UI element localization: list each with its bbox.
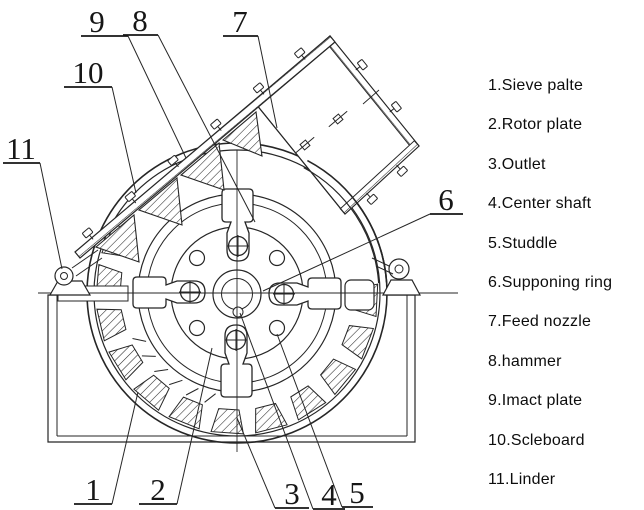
leader-line-11 — [39, 162, 63, 270]
hammer-left — [132, 276, 206, 309]
callout-label-10: 10 — [73, 55, 104, 90]
legend-item-1: 1.Sieve palte — [488, 77, 584, 94]
leader-line-5 — [276, 333, 343, 508]
leader-line-2 — [176, 347, 213, 505]
stud-hole — [268, 319, 286, 337]
parts-legend: 1.Sieve palte 2.Rotor plate 3.Outlet 4.C… — [488, 66, 638, 499]
legend-item-2: 2.Rotor plate — [488, 116, 583, 134]
stud-hole — [188, 319, 206, 337]
shaft-key — [232, 306, 244, 318]
stud-hole — [268, 249, 286, 267]
wall-tick — [362, 89, 380, 105]
impact-block — [221, 110, 263, 157]
leader-line-10 — [111, 86, 137, 194]
leader-line-3 — [236, 417, 276, 509]
legend-item-10: 10.Scleboard — [488, 431, 585, 449]
supporting-ring-bracket — [344, 279, 375, 311]
legend-item-6: 6.Supponing ring — [488, 274, 613, 292]
chute-inner-bolt — [328, 110, 348, 128]
bolt-icon — [396, 164, 408, 177]
plate-bolts — [82, 47, 306, 240]
leader-line-9 — [127, 35, 187, 159]
bolt-icon — [389, 101, 402, 113]
callout-label-8: 8 — [132, 3, 148, 38]
stud-hole — [188, 249, 206, 267]
impact-block — [137, 176, 183, 226]
bolt-icon — [124, 191, 137, 204]
feed-nozzle — [255, 35, 420, 215]
callout-label-1: 1 — [85, 472, 101, 507]
crusher-diagram: 1 2 3 4 5 6 7 8 9 10 11 — [3, 3, 463, 510]
callout-label-5: 5 — [349, 475, 365, 510]
legend-item-7: 7.Feed nozzle — [488, 313, 592, 331]
callouts: 1 2 3 4 5 6 7 8 9 10 11 — [3, 3, 463, 510]
sieve-plate-slots — [132, 338, 216, 403]
callout-label-2: 2 — [150, 472, 166, 507]
leader-line-4 — [239, 312, 314, 510]
scleboard-strip — [74, 35, 336, 259]
callout-label-11: 11 — [6, 131, 36, 166]
liner-scleboard — [95, 222, 379, 435]
legend-item-3: 3.Outlet — [488, 155, 546, 173]
callout-label-6: 6 — [438, 182, 454, 217]
callout-label-9: 9 — [89, 4, 105, 39]
bolt-icon — [294, 47, 306, 60]
bolt-icon — [210, 118, 222, 131]
legend-item-8: 8.hammer — [488, 352, 562, 370]
impact-plate-assembly — [74, 35, 336, 263]
leader-line-6 — [262, 213, 431, 292]
bolt-icon — [355, 59, 368, 71]
bolt-icon — [366, 192, 378, 205]
callout-label-3: 3 — [284, 476, 300, 510]
impact-block — [179, 141, 225, 191]
legend-item-11: 11.Linder — [488, 471, 556, 489]
bolt-icon — [82, 227, 94, 240]
bolt-icon — [167, 155, 179, 168]
hammer-top — [221, 188, 254, 262]
leader-line-7 — [257, 35, 278, 129]
bolt-icon — [253, 82, 265, 95]
legend-item-9: 9.Imact plate — [488, 392, 583, 410]
hammer-bottom — [220, 324, 253, 398]
leader-line-8 — [157, 34, 256, 223]
chute-bolts — [355, 59, 408, 205]
callout-label-7: 7 — [232, 4, 248, 39]
chute-inner-bolt — [295, 136, 315, 154]
hammer-right — [268, 277, 342, 310]
callout-label-4: 4 — [321, 477, 337, 510]
legend-item-4: 4.Center shaft — [488, 195, 592, 213]
left-lug — [48, 249, 103, 296]
impact-block — [94, 213, 140, 263]
leader-line-1 — [111, 391, 139, 505]
legend-item-5: 5.Studdle — [488, 234, 558, 252]
right-lug — [371, 257, 421, 296]
casing-overdraw — [303, 159, 388, 284]
